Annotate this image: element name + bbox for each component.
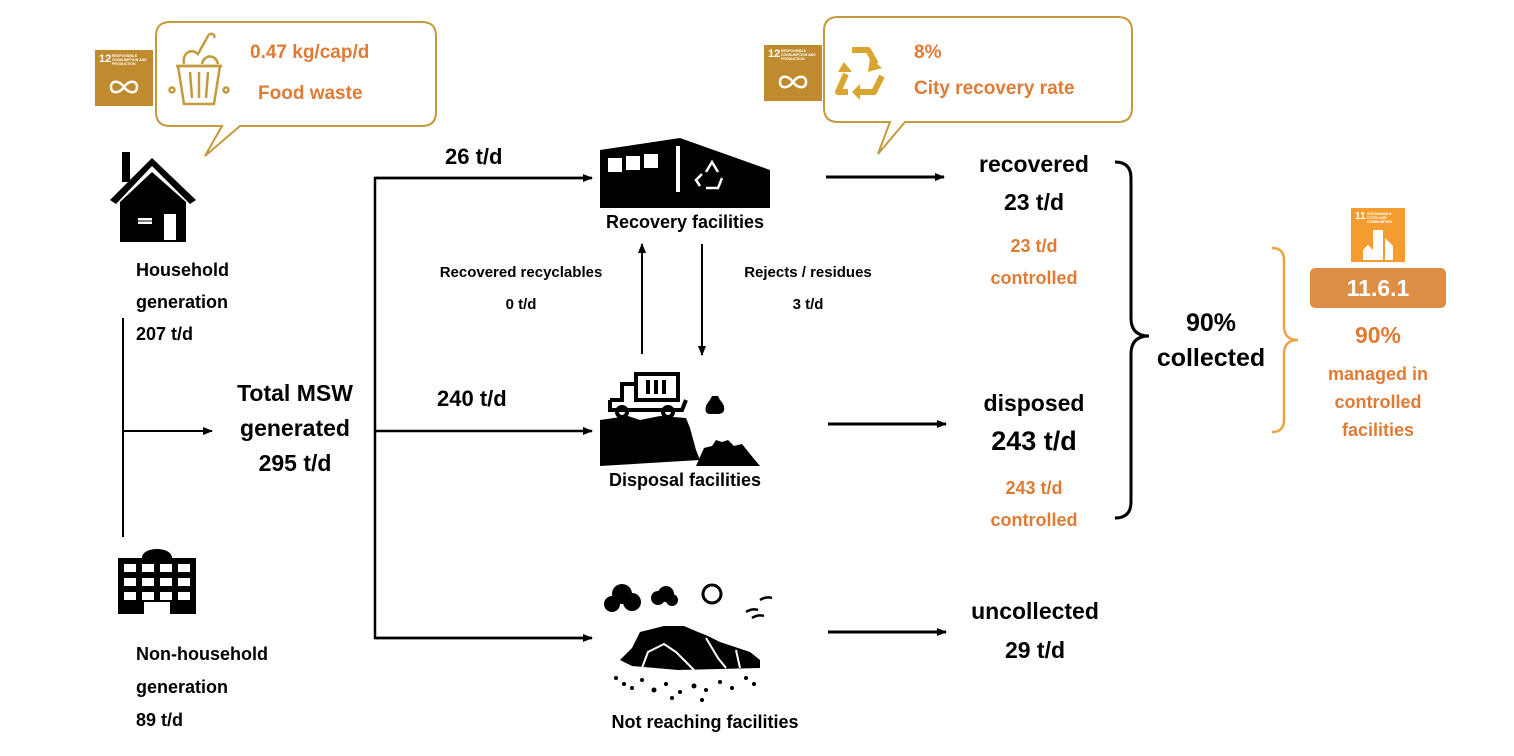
uncollected-label: uncollected [971,598,1099,624]
controlled-brace [1271,246,1299,434]
collected-label: collected [1156,344,1266,372]
recovery-rate-label: City recovery rate [914,78,1075,99]
recovery-facilities-label: Recovery facilities [605,212,765,232]
recovered-controlled-value: 23 t/d [1010,236,1058,256]
city-buildings-icon [1363,230,1393,260]
uncollected-outcome: uncollected 29 t/d [950,592,1120,670]
disposed-controlled-label: controlled [990,510,1078,530]
food-waste-callout-bubble [155,21,437,157]
food-waste-value: 0.47 kg/cap/d [250,42,370,63]
landfill-truck-icon [600,372,760,466]
recycle-icon [835,47,885,100]
recovered-label: recovered [979,151,1089,177]
recovered-recyclables-label: Recovered recyclables [439,264,603,281]
uncollected-value: 29 t/d [1004,637,1066,663]
sdg-number: 12 [99,53,112,65]
indicator-11-6-1-badge: 11.6.1 [1310,268,1446,308]
food-waste-label: Food waste [258,83,363,104]
household-line2: generation [136,292,229,312]
sdg-number: 11 [1355,211,1366,222]
food-bin-icon [168,32,230,106]
sdg11-percent: 90% [1354,322,1402,348]
disposal-facilities-label: Disposal facilities [608,470,762,490]
sdg12-badge-recovery: 12 RESPONSIBLE CONSUMPTION AND PRODUCTIO… [764,45,822,101]
household-line1: Household [136,260,229,280]
recovered-recyclables-value: 0 t/d [505,296,537,313]
recovery-facility-icon [600,138,770,208]
collected-brace [1114,160,1150,520]
collected-percent: 90% [1185,309,1237,337]
flow-to-recovery-value: 26 t/d [445,144,503,169]
sdg12-badge-food: 12 RESPONSIBLE CONSUMPTION AND PRODUCTIO… [95,50,153,106]
rejects-residues: Rejects / residues 3 t/d [722,257,894,321]
sdg-number: 12 [768,48,781,60]
rejects-residues-value: 3 t/d [792,296,824,313]
non-household-label: Non-household generation 89 t/d [136,638,268,737]
disposed-controlled: 243 t/d controlled [960,472,1108,536]
office-building-icon [118,549,196,614]
household-value: 207 t/d [136,324,194,344]
disposed-value: 243 t/d [991,426,1077,456]
flow-to-disposal-value: 240 t/d [437,386,507,411]
household-label: Household generation 207 t/d [136,254,229,350]
sdg11-badge: 11 SUSTAINABLE CITIES AND COMMUNITIES [1351,208,1405,262]
sdg11-line1: managed in [1327,364,1429,384]
total-msw: Total MSW generated 295 t/d [226,376,364,481]
infinity-icon [109,80,139,94]
disposed-controlled-value: 243 t/d [1005,478,1063,498]
not-reaching-facilities-label: Not reaching facilities [611,712,799,732]
sdg11-line2: controlled [1334,392,1422,412]
collected-summary: 90% collected [1146,306,1276,376]
sdg-caption: RESPONSIBLE CONSUMPTION AND PRODUCTION [781,49,816,61]
recovery-rate-callout-bubble [823,16,1133,155]
open-dump-icon [604,583,773,702]
sdg11-description: managed in controlled facilities [1300,360,1456,444]
house-icon [110,152,196,242]
recovered-controlled-label: controlled [990,268,1078,288]
total-line2: generated [240,415,350,441]
recovered-controlled: 23 t/d controlled [960,230,1108,294]
non-household-line1: Non-household [136,644,268,664]
recovery-rate-value: 8% [914,42,942,63]
total-line1: Total MSW [237,380,353,406]
recovered-outcome: recovered 23 t/d [960,145,1108,221]
non-household-value: 89 t/d [136,710,184,730]
disposed-label: disposed [983,390,1085,416]
non-household-line2: generation [136,677,229,697]
rejects-residues-label: Rejects / residues [744,264,872,281]
recovered-value: 23 t/d [1003,189,1065,215]
sdg11-line3: facilities [1341,420,1415,440]
total-value: 295 t/d [258,450,332,476]
sdg-caption: RESPONSIBLE CONSUMPTION AND PRODUCTION [112,54,147,66]
recovered-recyclables: Recovered recyclables 0 t/d [410,257,632,321]
sdg-caption: SUSTAINABLE CITIES AND COMMUNITIES [1367,212,1392,224]
infinity-icon [778,75,808,89]
disposed-outcome: disposed 243 t/d [960,384,1108,460]
